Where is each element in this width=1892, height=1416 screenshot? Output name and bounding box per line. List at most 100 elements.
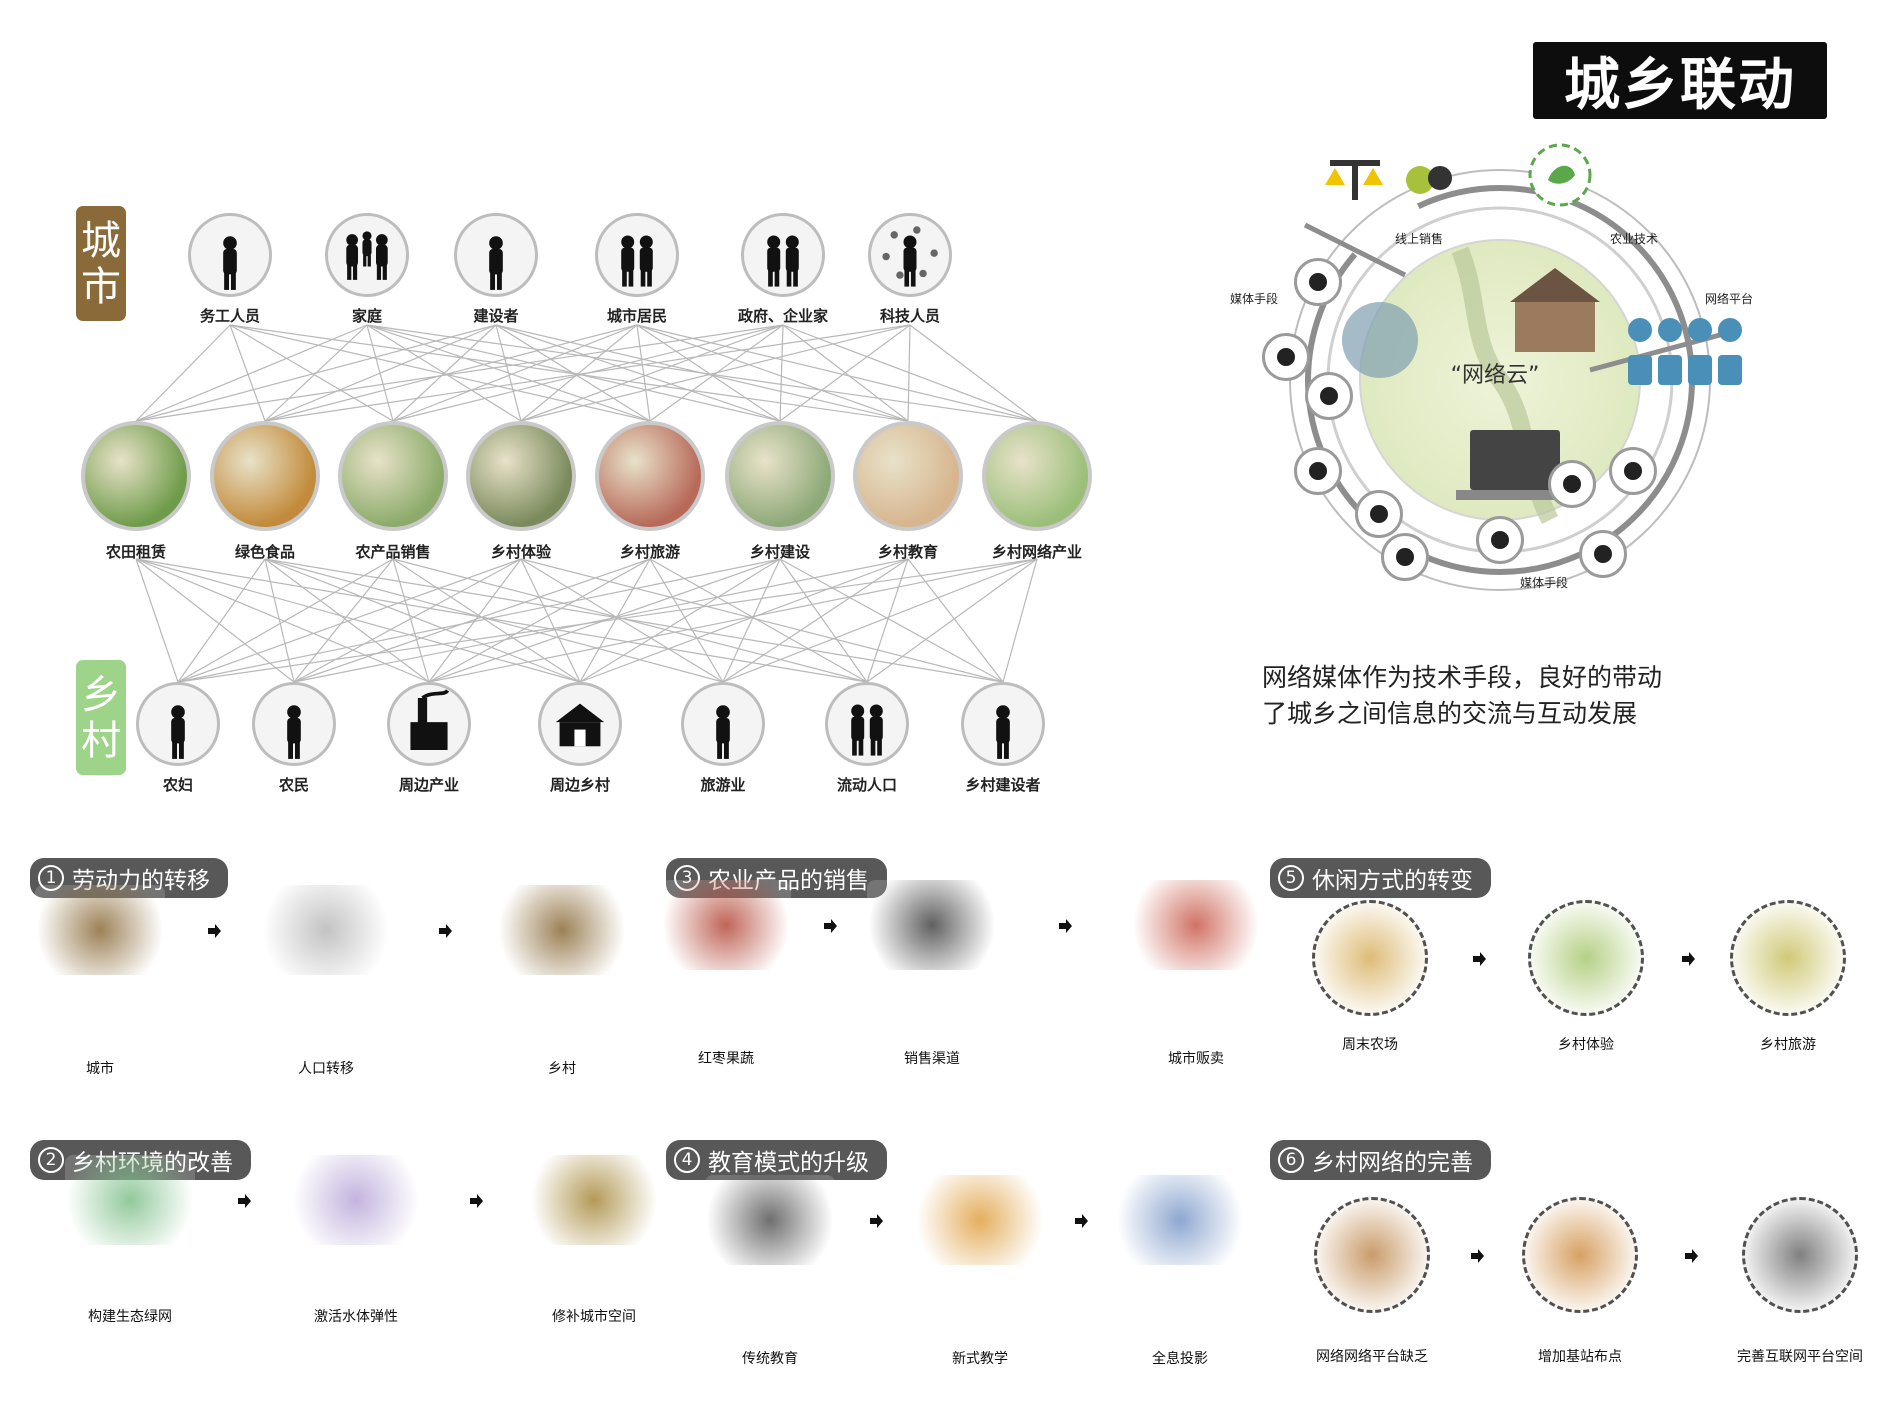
- activity-to-rural-link: [722, 558, 909, 683]
- person-circle: [595, 213, 679, 297]
- person-label: 农妇: [162, 776, 194, 794]
- city-tag-char: 市: [81, 263, 121, 310]
- city-to-activity-link: [229, 324, 909, 422]
- video-camera-icon: [1476, 516, 1524, 564]
- section-step-label: 构建生态绿网: [88, 1309, 172, 1325]
- rural-tag-char: 乡: [81, 671, 121, 718]
- city-to-activity-link: [264, 324, 497, 422]
- activity-to-rural-link: [722, 558, 781, 683]
- section-number: 5: [1278, 865, 1304, 891]
- person-label: 农民: [278, 776, 310, 794]
- residents-silhouette-icon: [621, 235, 653, 287]
- city-to-activity-link: [135, 324, 368, 422]
- network-platform-label: 网络平台: [1705, 291, 1753, 306]
- section-step-image: [1314, 1197, 1430, 1313]
- activity-to-rural-link: [520, 558, 724, 683]
- section-step-image: [705, 1175, 835, 1265]
- activity-to-rural-link: [177, 558, 522, 683]
- tourist-silhouette-icon: [716, 705, 730, 759]
- city-to-activity-link: [264, 324, 638, 422]
- city-to-activity-link: [229, 324, 266, 422]
- section-step-label: 完善互联网平台空间: [1737, 1349, 1863, 1365]
- photo-icon-glyph: [1563, 475, 1581, 493]
- section-step-label: 网络网络平台缺乏: [1316, 1349, 1428, 1365]
- activity-to-rural-link: [177, 558, 266, 683]
- person-circle: [741, 213, 825, 297]
- section-title: 休闲方式的转变: [1312, 868, 1473, 894]
- section-step-image: [529, 1155, 659, 1245]
- section-step-label: 新式教学: [952, 1351, 1008, 1367]
- city-to-activity-link: [907, 324, 911, 422]
- activity-to-rural-link: [866, 558, 909, 683]
- activity-to-rural-link: [177, 558, 394, 683]
- activity-to-rural-link: [264, 558, 1004, 683]
- arrow-right-icon: [469, 1193, 483, 1208]
- activity-to-rural-link: [649, 558, 724, 683]
- activity-to-rural-link: [135, 558, 295, 683]
- section-step-label: 城市: [86, 1061, 114, 1077]
- section-step-label: 增加基站布点: [1538, 1349, 1622, 1365]
- section-step-label: 全息投影: [1152, 1351, 1208, 1367]
- activity-to-rural-link: [579, 558, 781, 683]
- businessmen-silhouette-icon: [767, 235, 799, 287]
- rural-tag: 乡 村: [76, 660, 126, 775]
- city-to-activity-link: [520, 324, 911, 422]
- wechat-icon-glyph: [1396, 548, 1414, 566]
- city-tag-char: 城: [81, 217, 121, 264]
- city-to-activity-link: [782, 324, 1038, 422]
- section-step-image: [1528, 900, 1644, 1016]
- person-circle: [961, 682, 1045, 766]
- section-step-image: [1131, 880, 1261, 970]
- activity-to-rural-link: [907, 558, 1004, 683]
- activity-label: 农产品销售: [355, 543, 431, 561]
- city-to-activity-link: [495, 324, 909, 422]
- person-circle: [136, 682, 220, 766]
- activity-to-rural-link: [293, 558, 394, 683]
- activity-to-rural-link: [649, 558, 868, 683]
- city-to-activity-link: [264, 324, 911, 422]
- clover-icon: [1305, 372, 1353, 420]
- person-label: 政府、企业家: [737, 307, 829, 325]
- activity-to-rural-link: [392, 558, 430, 683]
- arrow-right-icon: [1058, 918, 1072, 933]
- activity-to-rural-link: [177, 558, 781, 683]
- person-circle: [681, 682, 765, 766]
- activity-to-rural-link: [520, 558, 1004, 683]
- section-step-image: [1522, 1197, 1638, 1313]
- activity-to-rural-link: [392, 558, 868, 683]
- activity-to-rural-link: [579, 558, 909, 683]
- section-number: 4: [674, 1147, 700, 1173]
- builder-silhouette-icon: [996, 705, 1010, 759]
- description: 网络媒体作为技术手段，良好的带动 了城乡之间信息的交流与互动发展: [1262, 660, 1662, 732]
- section-title: 教育模式的升级: [708, 1150, 869, 1176]
- section-step-image: [1742, 1197, 1858, 1313]
- video-camera-icon-glyph: [1491, 531, 1509, 549]
- arrow-right-icon: [438, 923, 452, 938]
- migrants-silhouette-icon: [851, 704, 883, 756]
- activity-to-rural-link: [1002, 558, 1038, 683]
- person-circle: [825, 682, 909, 766]
- activity-to-rural-link: [135, 558, 179, 683]
- section-step-label: 激活水体弹性: [314, 1309, 398, 1325]
- city-to-activity-link: [520, 324, 638, 422]
- farmwoman-silhouette-icon: [171, 705, 185, 759]
- activity-label: 农田租赁: [105, 543, 167, 561]
- network-cloud-label: “网络云”: [1451, 363, 1540, 388]
- factory-silhouette-icon: [410, 689, 450, 750]
- activity-to-rural-link: [428, 558, 651, 683]
- family-silhouette-icon: [346, 231, 388, 280]
- person-label: 家庭: [351, 307, 383, 325]
- section-step-image: [261, 885, 391, 975]
- qq-icon-glyph: [1370, 505, 1388, 523]
- person-label: 务工人员: [199, 307, 261, 325]
- activity-to-rural-link: [264, 558, 724, 683]
- worker-silhouette-icon: [489, 236, 503, 290]
- city-to-activity-link: [229, 324, 651, 422]
- section-header: 4 教育模式的升级: [666, 1140, 887, 1180]
- scientist-silhouette-icon: [882, 226, 938, 287]
- activity-to-rural-link: [428, 558, 522, 683]
- weibo-icon: [1294, 447, 1342, 495]
- activity-photo: [595, 421, 705, 531]
- city-to-activity-link: [636, 324, 1038, 422]
- activity-to-rural-link: [428, 558, 1038, 683]
